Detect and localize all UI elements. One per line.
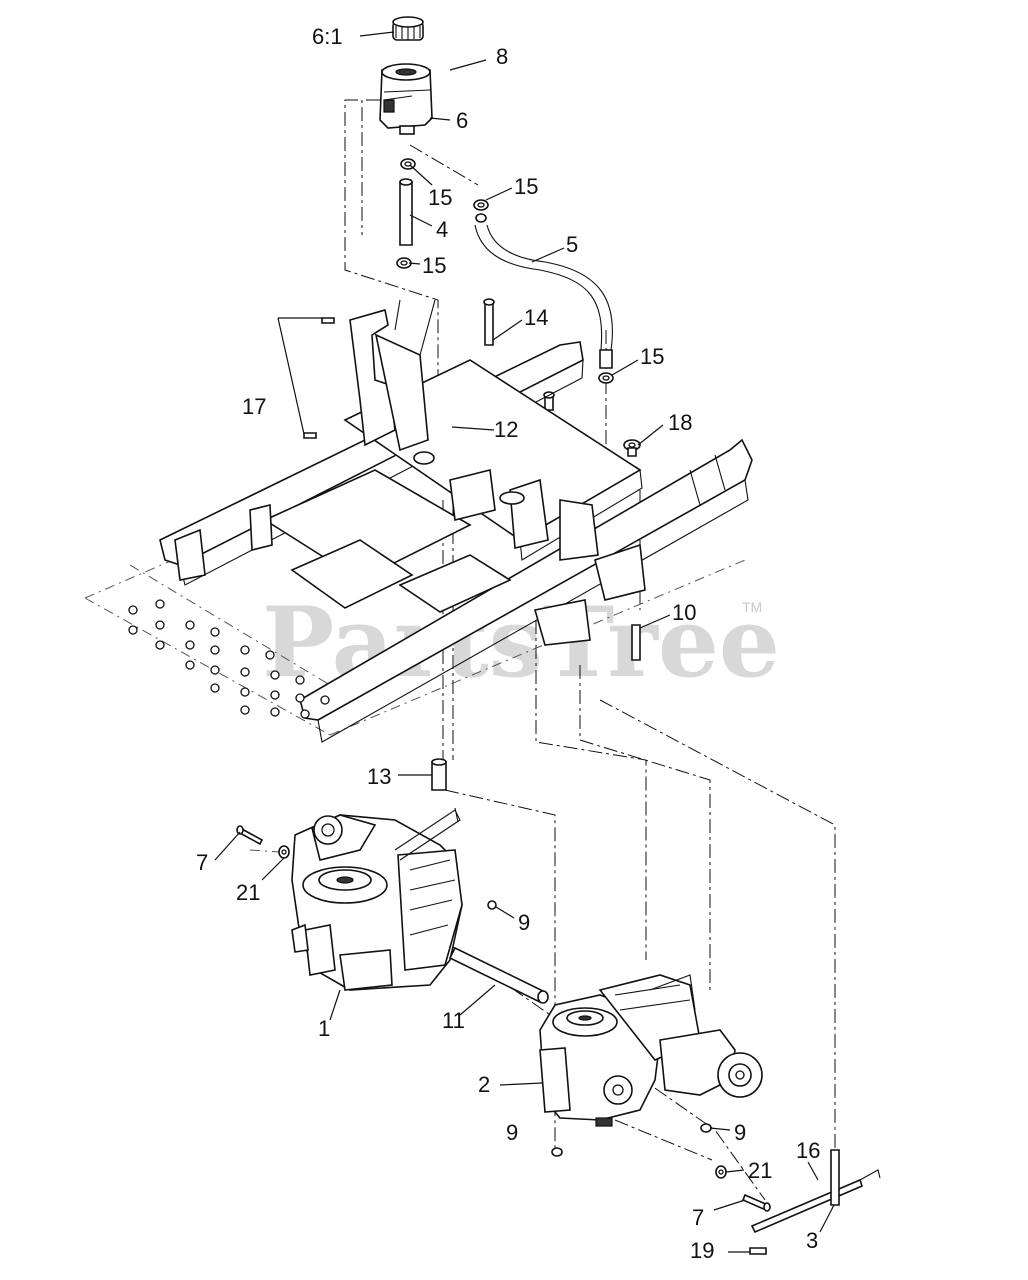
callout-2: 2 (478, 1072, 490, 1097)
pin-14 (483, 298, 495, 346)
callout-4: 4 (436, 217, 448, 242)
callout-9-lower-right: 9 (734, 1120, 746, 1145)
callout-18: 18 (668, 410, 692, 435)
callout-14: 14 (524, 305, 548, 330)
pin-10 (631, 624, 641, 661)
nut-9-lower-right (700, 1123, 712, 1133)
short-hose (399, 178, 413, 246)
hose-clamp-lower-left (396, 257, 412, 269)
callout-1: 1 (318, 1016, 330, 1041)
callout-21-right: 21 (748, 1158, 772, 1183)
callout-15-left: 15 (428, 185, 452, 210)
grommet-18 (623, 439, 641, 457)
callout-13: 13 (367, 764, 391, 789)
hydraulic-reservoir (379, 63, 433, 135)
hose-clamp-lower-right (598, 372, 614, 384)
callout-6: 6 (456, 108, 468, 133)
washer-21-right (715, 1165, 727, 1179)
axle-rod-11 (448, 946, 549, 1004)
deck-bolt-holes (128, 599, 330, 719)
callout-9-upper: 9 (518, 910, 530, 935)
callout-7-left: 7 (196, 850, 208, 875)
washer-21-left (278, 845, 290, 859)
bolt-7-left (236, 825, 264, 846)
spacer-13 (431, 758, 447, 791)
callout-15-right: 15 (514, 174, 538, 199)
callout-6-1: 6:1 (312, 24, 343, 49)
nut-9-lower-left (551, 1147, 563, 1157)
callout-19: 19 (690, 1238, 714, 1263)
transaxle-left (291, 807, 463, 991)
callout-5: 5 (566, 232, 578, 257)
callout-11: 11 (442, 1008, 465, 1033)
reservoir-cap (392, 16, 424, 41)
callout-16: 16 (796, 1138, 820, 1163)
callout-labels: 6:1 8 6 15 15 4 5 15 14 15 17 12 18 10 1… (196, 24, 820, 1263)
callout-8: 8 (496, 44, 508, 69)
watermark-trademark: TM (742, 599, 762, 615)
long-hose (474, 224, 613, 369)
callout-15-hose: 15 (640, 344, 664, 369)
transaxle-right (539, 974, 763, 1127)
rod-3 (830, 1149, 840, 1206)
nut-9-upper (487, 900, 497, 910)
bolt-7-right (741, 1193, 771, 1212)
hose-clamp-upper-right (473, 199, 489, 223)
callout-7-right: 7 (692, 1205, 704, 1230)
callout-9-lower-left: 9 (506, 1120, 518, 1145)
clip-19 (749, 1247, 767, 1255)
callout-21-left: 21 (236, 880, 260, 905)
mower-frame (84, 299, 753, 743)
callout-17: 17 (242, 394, 266, 419)
fasteners-17 (303, 317, 335, 439)
leader-lines (214, 31, 835, 1253)
callout-15-lower: 15 (422, 253, 446, 278)
callout-10: 10 (672, 600, 696, 625)
callout-3: 3 (806, 1228, 818, 1253)
callout-12: 12 (494, 417, 518, 442)
